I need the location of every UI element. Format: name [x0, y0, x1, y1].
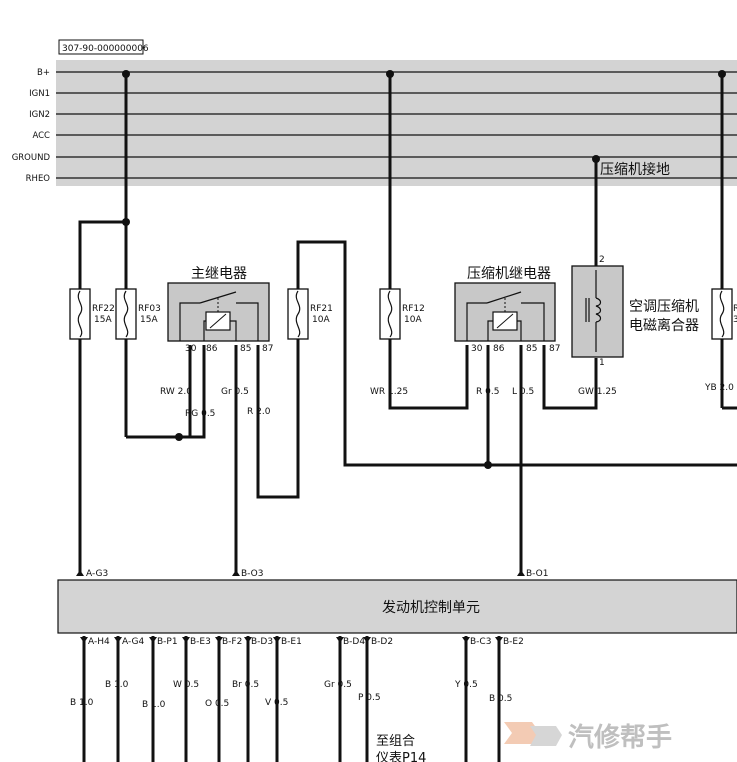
wire-label-bp1: B 1.0 — [142, 700, 166, 710]
fuse-rf12 — [379, 288, 401, 340]
bus-label-ground: GROUND — [12, 153, 51, 163]
wire-label-r05: R 0.5 — [476, 387, 499, 397]
wire-label-gw: GW 1.25 — [578, 387, 617, 397]
fuse-rf22-rating: 15A — [94, 315, 112, 325]
fuse-right-rating: 3 — [733, 315, 737, 325]
wire-label-be2: B 0.5 — [489, 694, 512, 704]
doc-id: 307-90-000000006 — [62, 44, 149, 54]
clutch-label-line1: 空调压缩机 — [629, 299, 699, 315]
main-relay-pin-85: 85 — [240, 344, 251, 354]
bus-band — [56, 60, 737, 186]
comp-relay-title: 压缩机继电器 — [467, 266, 551, 282]
wires — [78, 72, 737, 762]
wire-label-wr: WR 1.25 — [370, 387, 408, 397]
fuse-rf12-rating: 10A — [404, 315, 422, 325]
ecu-pin-ag4: A-G4 — [122, 637, 145, 647]
ecu-pin-bo3: B-O3 — [241, 569, 263, 579]
ac-clutch — [571, 265, 624, 358]
bus-lines — [56, 71, 737, 179]
main-relay — [167, 282, 270, 342]
main-relay-pin-86: 86 — [206, 344, 218, 354]
wire-label-bd3: Br 0.5 — [232, 680, 259, 690]
ecu-pin-bc3: B-C3 — [470, 637, 491, 647]
main-relay-pin-87: 87 — [262, 344, 273, 354]
wire-label-rw: RW 2.0 — [160, 387, 192, 397]
ecu-bottom-arrows — [80, 637, 503, 643]
wire-label-bd4: Gr 0.5 — [324, 680, 352, 690]
fuse-rf03-name: RF03 — [138, 304, 161, 314]
fuse-rf22-name: RF22 — [92, 304, 115, 314]
ecu-pin-bp1: B-P1 — [157, 637, 178, 647]
comp-relay — [454, 282, 556, 342]
fuse-rf21 — [287, 288, 309, 340]
ecu-title: 发动机控制单元 — [382, 600, 480, 616]
watermark-text: 汽修帮手 — [568, 722, 672, 753]
bus-label-rheo: RHEO — [26, 174, 51, 184]
bus-label-acc: ACC — [32, 131, 50, 141]
ecu-top-arrows — [76, 570, 525, 576]
fuse-right-name: R — [733, 304, 737, 314]
ecu-pin-ag3: A-G3 — [86, 569, 108, 579]
compressor-ground-label: 压缩机接地 — [600, 161, 670, 178]
doc-id-box — [58, 39, 144, 55]
junction-dots — [122, 70, 726, 469]
fuse-rf21-rating: 10A — [312, 315, 330, 325]
bus-label-bplus: B+ — [37, 68, 50, 78]
wire-label-be3: W 0.5 — [173, 680, 199, 690]
main-relay-pin-30: 30 — [185, 344, 197, 354]
bus-label-ign1: IGN1 — [29, 89, 50, 99]
wire-label-ag4: B 1.0 — [105, 680, 129, 690]
wire-label-gr: Gr 0.5 — [221, 387, 249, 397]
fuse-right — [711, 288, 733, 340]
note-line2: 仪表P14 — [376, 751, 426, 762]
comp-relay-pin-85: 85 — [526, 344, 537, 354]
bus-label-ign2: IGN2 — [29, 110, 50, 120]
ecu-pin-bd2: B-D2 — [371, 637, 393, 647]
wire-label-r20: R 2.0 — [247, 407, 271, 417]
note-line1: 至组合 — [376, 734, 415, 749]
wire-label-be1: V 0.5 — [265, 698, 288, 708]
wire-label-bc3: Y 0.5 — [454, 680, 478, 690]
fuse-rf03-rating: 15A — [140, 315, 158, 325]
clutch-pin-1: 1 — [599, 358, 605, 368]
comp-relay-pin-30: 30 — [471, 344, 483, 354]
ecu-pin-be1: B-E1 — [281, 637, 302, 647]
clutch-pin-2: 2 — [599, 255, 605, 265]
wire-label-bd2: P 0.5 — [358, 693, 381, 703]
wire-label-bf2: O 0.5 — [205, 699, 229, 709]
ecu-pin-bd3: B-D3 — [251, 637, 273, 647]
wire-label-rg: RG 0.5 — [185, 409, 215, 419]
wire-label-ah4: B 1.0 — [70, 698, 94, 708]
ecu-pin-bo1: B-O1 — [526, 569, 548, 579]
fuse-rf22 — [69, 288, 91, 340]
ecu-pin-bf2: B-F2 — [222, 637, 242, 647]
comp-relay-pin-87: 87 — [549, 344, 560, 354]
ecu-pin-be3: B-E3 — [190, 637, 211, 647]
ecu-box — [57, 579, 737, 634]
ecu-pin-be2: B-E2 — [503, 637, 524, 647]
ecu-pin-ah4: A-H4 — [88, 637, 110, 647]
ecu-pin-bd4: B-D4 — [343, 637, 365, 647]
wire-label-l05: L 0.5 — [512, 387, 534, 397]
wire-label-yb: YB 2.0 — [704, 383, 734, 393]
fuse-rf03 — [115, 288, 137, 340]
watermark-logo-icon — [504, 722, 562, 746]
main-relay-title: 主继电器 — [191, 266, 247, 282]
fuse-rf12-name: RF12 — [402, 304, 425, 314]
clutch-label-line2: 电磁离合器 — [629, 317, 699, 334]
fuse-rf21-name: RF21 — [310, 304, 333, 314]
comp-relay-pin-86: 86 — [493, 344, 505, 354]
